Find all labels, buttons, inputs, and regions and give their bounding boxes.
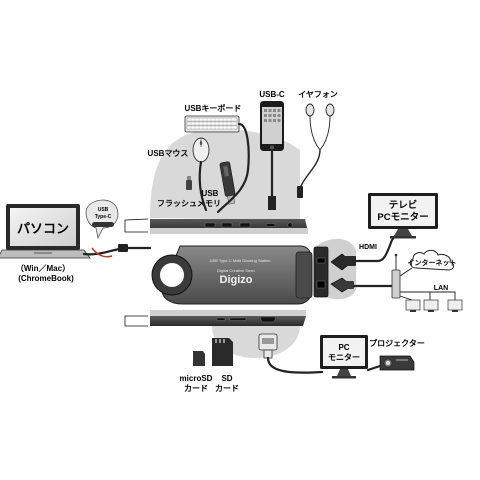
lan-label: LAN <box>434 285 448 292</box>
sd-label-line1: SD <box>221 374 232 383</box>
internet-cloud-icon <box>409 249 455 271</box>
usb-type-c-label-line2: Type-C <box>95 214 112 220</box>
usb-keyboard-label: USBキーボード <box>185 103 242 113</box>
router-icon <box>391 253 401 299</box>
lan-port <box>316 280 326 289</box>
bottom-callout-bubble <box>212 326 300 358</box>
vga-plug <box>258 333 278 359</box>
projector-link <box>366 364 382 372</box>
usb-flash-label-line1: USB <box>202 189 219 198</box>
tv-pc-monitor-label-line2: PCモニター <box>377 211 428 223</box>
tv-pc-monitor-label-line1: テレビ <box>389 199 418 211</box>
pc-screen-label: パソコン <box>17 221 69 236</box>
hdmi-port <box>316 257 326 264</box>
usb-a-port-2 <box>221 222 233 228</box>
audio-jack-port <box>287 222 293 228</box>
usb-flash-label-line2: フラッシュメモリ <box>157 199 221 208</box>
sd-card-icon <box>212 338 233 366</box>
hdmi-label: HDMI <box>359 244 377 251</box>
usb-a-port-3 <box>239 222 251 228</box>
red-cable-accent <box>91 247 113 258</box>
pc-os-label-line2: (ChromeBook) <box>18 274 74 283</box>
microsd-slot <box>216 317 226 321</box>
projector-icon <box>379 355 415 371</box>
earphone-icon <box>297 103 335 198</box>
lan-pc-icon <box>405 299 463 312</box>
usb-type-c-callout <box>85 199 119 240</box>
usb-receiver-icon <box>186 176 192 190</box>
usb-type-c-label-line1: USB <box>98 207 109 213</box>
usb-a-port-1 <box>204 222 216 228</box>
vga-cable <box>266 356 324 374</box>
internet-link <box>399 267 413 277</box>
hub-top-port-panel <box>124 218 308 234</box>
hub-brand-text: Digizo <box>220 274 253 286</box>
hub-bottom-port-panel <box>124 310 306 327</box>
hub-body <box>151 245 313 305</box>
usb-mouse-label: USBマウス <box>148 149 189 158</box>
pc-monitor-icon <box>320 335 368 379</box>
lan-plug <box>330 277 354 293</box>
lan-network-lines <box>399 291 456 301</box>
pc-monitor-label-line1: PC <box>338 343 349 352</box>
smartphone-icon <box>260 101 284 151</box>
pc-os-label-line1: （Win／Mac） <box>16 263 70 273</box>
hdmi-plug <box>330 253 356 271</box>
microsd-label-line2: カード <box>184 384 208 393</box>
earphone-label: イヤフォン <box>298 90 338 99</box>
internet-label: インターネット <box>408 258 457 267</box>
usb-c-label: USB-C <box>259 90 285 99</box>
hub-brand-small-text: Digital Creative Seen <box>217 268 255 273</box>
sd-label-line2: カード <box>215 384 239 393</box>
hub-model-text: USB Type-C Multi Docking Station <box>210 258 271 263</box>
laptop-icon <box>0 204 91 259</box>
usb-mouse-icon <box>192 137 210 163</box>
usb-c-port <box>265 223 276 227</box>
projector-label: プロジェクター <box>369 338 425 348</box>
vga-port <box>259 316 277 323</box>
mouse-cable <box>198 160 208 212</box>
laptop-usb-c-plug <box>118 244 128 252</box>
microsd-card-icon <box>193 351 205 366</box>
microsd-label-line1: microSD <box>180 374 213 383</box>
keyboard-cable <box>216 122 250 214</box>
hub-side-port-panel <box>313 246 329 298</box>
usb-c-plug <box>268 196 276 210</box>
tv-monitor-icon <box>368 193 438 239</box>
pc-monitor-label-line2: モニター <box>328 352 360 362</box>
sd-slot <box>229 317 247 321</box>
usb-keyboard-icon <box>184 115 240 133</box>
hdmi-cable <box>354 234 397 263</box>
